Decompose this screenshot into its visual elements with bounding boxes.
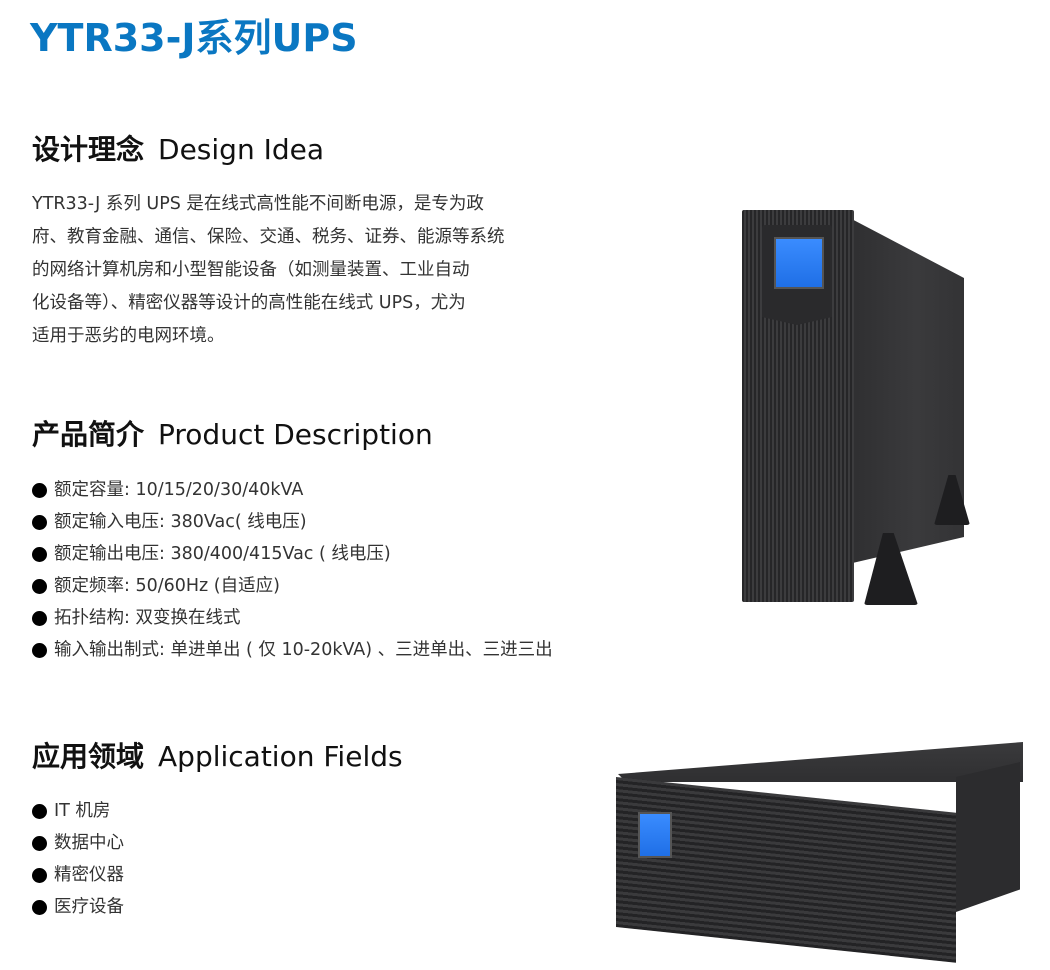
list-item-text: 拓扑结构: 双变换在线式 — [54, 608, 241, 628]
bullet-icon — [32, 514, 47, 530]
lcd-screen-icon — [774, 237, 824, 289]
list-item-text: 额定输入电压: 380Vac( 线电压) — [54, 512, 307, 532]
paragraph-line: YTR33-J 系列 UPS 是在线式高性能不间断电源，是专为政 — [32, 194, 484, 214]
list-item: 医疗设备 — [32, 891, 124, 923]
list-item: 精密仪器 — [32, 859, 124, 891]
product-spec-list: 额定容量: 10/15/20/30/40kVA 额定输入电压: 380Vac( … — [32, 474, 553, 666]
list-item: 输入输出制式: 单进单出 ( 仅 10-20kVA) 、三进单出、三进三出 — [32, 634, 553, 666]
list-item: 拓扑结构: 双变换在线式 — [32, 602, 553, 634]
rack-ups-image — [610, 742, 1025, 963]
list-item-text: 额定频率: 50/60Hz (自适应) — [54, 576, 280, 596]
bullet-icon — [32, 482, 47, 498]
bullet-icon — [32, 803, 47, 819]
paragraph-line: 适用于恶劣的电网环境。 — [32, 326, 225, 346]
design-idea-paragraph: YTR33-J 系列 UPS 是在线式高性能不间断电源，是专为政 府、教育金融、… — [32, 188, 522, 353]
tower-ups-image — [734, 205, 974, 605]
list-item-text: 额定输出电压: 380/400/415Vac ( 线电压) — [54, 544, 391, 564]
bullet-icon — [32, 867, 47, 883]
list-item-text: 输入输出制式: 单进单出 ( 仅 10-20kVA) 、三进单出、三进三出 — [54, 640, 553, 660]
bullet-icon — [32, 610, 47, 626]
list-item: 额定输入电压: 380Vac( 线电压) — [32, 506, 553, 538]
list-item-text: 医疗设备 — [54, 897, 124, 917]
product-description-heading-cn: 产品简介 — [32, 418, 145, 451]
bullet-icon — [32, 642, 47, 658]
bullet-icon — [32, 546, 47, 562]
bullet-icon — [32, 835, 47, 851]
application-fields-list: IT 机房 数据中心 精密仪器 医疗设备 — [32, 795, 124, 923]
paragraph-line: 化设备等）、精密仪器等设计的高性能在线式 UPS，尤为 — [32, 293, 466, 313]
page-title: YTR33-J系列UPS — [30, 16, 358, 60]
list-item: IT 机房 — [32, 795, 124, 827]
design-idea-heading-cn: 设计理念 — [32, 133, 145, 166]
product-description-heading-en: Product Description — [158, 418, 433, 451]
design-idea-heading: 设计理念 Design Idea — [32, 130, 324, 170]
paragraph-line: 的网络计算机房和小型智能设备（如测量装置、工业自动 — [32, 260, 470, 280]
list-item-text: 数据中心 — [54, 833, 124, 853]
list-item: 额定输出电压: 380/400/415Vac ( 线电压) — [32, 538, 553, 570]
application-fields-heading-en: Application Fields — [158, 740, 403, 773]
list-item-text: 精密仪器 — [54, 865, 124, 885]
list-item-text: 额定容量: 10/15/20/30/40kVA — [54, 480, 304, 500]
list-item: 数据中心 — [32, 827, 124, 859]
application-fields-heading-cn: 应用领域 — [32, 740, 145, 773]
rack-side-panel — [956, 762, 1020, 912]
application-fields-heading: 应用领域 Application Fields — [32, 737, 403, 777]
list-item-text: IT 机房 — [54, 801, 111, 821]
lcd-screen-icon — [638, 812, 672, 858]
bullet-icon — [32, 578, 47, 594]
bullet-icon — [32, 899, 47, 915]
list-item: 额定容量: 10/15/20/30/40kVA — [32, 474, 553, 506]
rack-front-grille — [616, 777, 956, 963]
design-idea-heading-en: Design Idea — [158, 133, 325, 166]
list-item: 额定频率: 50/60Hz (自适应) — [32, 570, 553, 602]
product-description-heading: 产品简介 Product Description — [32, 415, 433, 455]
paragraph-line: 府、教育金融、通信、保险、交通、税务、证券、能源等系统 — [32, 227, 505, 247]
